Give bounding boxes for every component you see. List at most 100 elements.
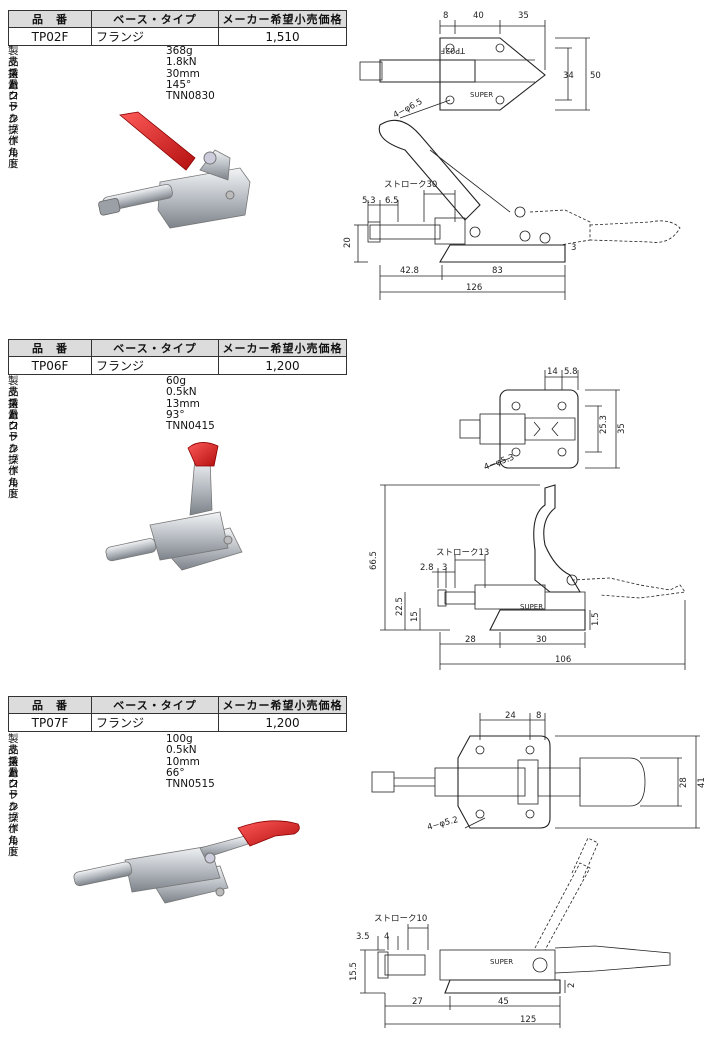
dim-text: 126 bbox=[466, 283, 482, 293]
spec-value-weight: 100g bbox=[166, 733, 193, 745]
brand-text: SUPER bbox=[520, 603, 543, 611]
spec-value-stroke: 30mm bbox=[166, 67, 200, 80]
dim-text: 2 bbox=[567, 983, 577, 988]
dim-text: 8 bbox=[443, 11, 448, 21]
spec-label-clamp-bolt: クランプボルト bbox=[8, 420, 19, 500]
price: 1,200 bbox=[218, 356, 347, 375]
dim-text: 125 bbox=[520, 1015, 536, 1025]
plate-text: TP02F bbox=[440, 46, 466, 55]
brand-text: SUPER bbox=[470, 91, 493, 99]
part-no: TP06F bbox=[8, 356, 92, 375]
product-section-tp06f: 品 番 ベース・タイプ メーカー希望小売価格 TP06F フランジ 1,200 … bbox=[0, 330, 721, 685]
dim-text: 2.8 bbox=[420, 563, 434, 573]
dim-text: 35 bbox=[617, 423, 627, 434]
product-photo bbox=[105, 442, 243, 571]
header-base-type: ベース・タイプ bbox=[91, 696, 219, 714]
dim-text: 22.5 bbox=[395, 597, 405, 616]
spec-label-stroke: ストローク bbox=[8, 67, 19, 125]
price: 1,510 bbox=[218, 27, 347, 46]
dim-text: 3.5 bbox=[356, 932, 370, 942]
header-price: メーカー希望小売価格 bbox=[218, 10, 347, 28]
dim-text: 14 bbox=[547, 367, 558, 377]
dim-text: 15.5 bbox=[349, 962, 359, 981]
header-base-type: ベース・タイプ bbox=[91, 10, 219, 28]
dim-text: 4 bbox=[384, 932, 389, 942]
base-type: フランジ bbox=[91, 27, 219, 46]
dim-text: 8 bbox=[536, 711, 541, 721]
spec-label-clamp-bolt: クランプボルト bbox=[8, 90, 19, 170]
spec-label-handle-angle: ハンドル操作角度 bbox=[8, 766, 19, 858]
dim-text: 28 bbox=[679, 777, 689, 788]
product-table: 品 番 ベース・タイプ メーカー希望小売価格 TP02F フランジ 1,510 bbox=[8, 10, 347, 46]
spec-value-clamp-bolt: TNN0830 bbox=[166, 90, 215, 103]
dim-text: 66.5 bbox=[369, 551, 379, 570]
spec-label-handle-angle: ハンドル操作角度 bbox=[8, 408, 19, 500]
dim-text: 25.3 bbox=[599, 415, 609, 434]
stroke-label: ストローク13 bbox=[436, 548, 489, 558]
spec-value-stroke: 10mm bbox=[166, 755, 200, 768]
dim-text: 83 bbox=[492, 266, 503, 276]
part-no: TP02F bbox=[8, 27, 92, 46]
spec-value-holding-force: 0.5kN bbox=[166, 386, 197, 399]
spec-value-handle-angle: 93° bbox=[166, 408, 185, 421]
product-photo bbox=[73, 820, 300, 904]
hole-note: 4−φ5.2 bbox=[426, 815, 459, 833]
header-price: メーカー希望小売価格 bbox=[218, 339, 347, 357]
dim-text: 3 bbox=[571, 243, 576, 253]
dim-text: 27 bbox=[412, 997, 423, 1007]
spec-value-clamp-bolt: TNN0415 bbox=[166, 420, 215, 433]
dim-text: 15 bbox=[410, 611, 420, 622]
hole-note: 4−φ5.3 bbox=[483, 453, 516, 473]
dim-text: 42.8 bbox=[400, 266, 419, 276]
spec-value-clamp-bolt: TNN0515 bbox=[166, 778, 215, 791]
dim-text: 5.3 bbox=[362, 196, 376, 206]
spec-label-weight: 製品重量 bbox=[8, 375, 19, 421]
dim-text: 6.5 bbox=[385, 196, 399, 206]
hole-note: 4−φ6.5 bbox=[392, 97, 425, 121]
spec-label-holding-force: 支持力 bbox=[8, 386, 19, 421]
header-part-no: 品 番 bbox=[8, 339, 92, 357]
dim-text: 20 bbox=[343, 237, 353, 248]
spec-label-holding-force: 支持力 bbox=[8, 56, 19, 91]
base-type: フランジ bbox=[91, 713, 219, 732]
spec-label-holding-force: 支持力 bbox=[8, 744, 19, 779]
spec-label-weight: 製品重量 bbox=[8, 733, 19, 779]
dim-text: 24 bbox=[505, 711, 516, 721]
spec-value-holding-force: 0.5kN bbox=[166, 744, 197, 757]
product-table: 品 番 ベース・タイプ メーカー希望小売価格 TP07F フランジ 1,200 bbox=[8, 696, 347, 732]
stroke-label: ストローク10 bbox=[374, 914, 427, 924]
spec-value-handle-angle: 66° bbox=[166, 766, 185, 779]
dim-text: 3 bbox=[442, 563, 447, 573]
dim-text: 45 bbox=[498, 997, 509, 1007]
product-table: 品 番 ベース・タイプ メーカー希望小売価格 TP06F フランジ 1,200 bbox=[8, 339, 347, 375]
dim-text: 40 bbox=[473, 11, 484, 21]
product-section-tp07f: 品 番 ベース・タイプ メーカー希望小売価格 TP07F フランジ 1,200 … bbox=[0, 688, 721, 1041]
dim-text: 5.8 bbox=[564, 367, 578, 377]
header-base-type: ベース・タイプ bbox=[91, 339, 219, 357]
spec-value-weight: 60g bbox=[166, 375, 187, 387]
technical-drawing: 24 8 28 41 4−φ5.2 SUPER ストローク10 3.5 4 15… bbox=[349, 711, 707, 1028]
part-no: TP07F bbox=[8, 713, 92, 732]
spec-label-stroke: ストローク bbox=[8, 397, 19, 455]
dim-text: 30 bbox=[536, 635, 547, 645]
base-type: フランジ bbox=[91, 356, 219, 375]
product-photo bbox=[98, 111, 251, 229]
technical-drawing: 14 5.8 25.3 35 4−φ5.3 SUPER 66.5 ストローク13… bbox=[369, 367, 686, 670]
spec-value-holding-force: 1.8kN bbox=[166, 56, 197, 69]
spec-label-stroke: ストローク bbox=[8, 755, 19, 813]
stroke-label: ストローク30 bbox=[384, 180, 437, 190]
header-part-no: 品 番 bbox=[8, 696, 92, 714]
header-price: メーカー希望小売価格 bbox=[218, 696, 347, 714]
spec-label-clamp-bolt: クランプボルト bbox=[8, 778, 19, 858]
spec-value-handle-angle: 145° bbox=[166, 78, 192, 91]
spec-label-weight: 製品重量 bbox=[8, 45, 19, 91]
technical-drawing: 8 40 35 34 50 4−φ6.5 TP02F SUPER ストローク30… bbox=[343, 11, 681, 300]
header-part-no: 品 番 bbox=[8, 10, 92, 28]
dim-text: 50 bbox=[590, 71, 601, 81]
spec-label-handle-angle: ハンドル操作角度 bbox=[8, 78, 19, 170]
dim-text: 35 bbox=[518, 11, 529, 21]
dim-text: 28 bbox=[465, 635, 476, 645]
dim-text: 41 bbox=[697, 777, 707, 788]
product-section-tp02f: 品 番 ベース・タイプ メーカー希望小売価格 TP02F フランジ 1,510 … bbox=[0, 0, 721, 330]
spec-value-stroke: 13mm bbox=[166, 397, 200, 410]
